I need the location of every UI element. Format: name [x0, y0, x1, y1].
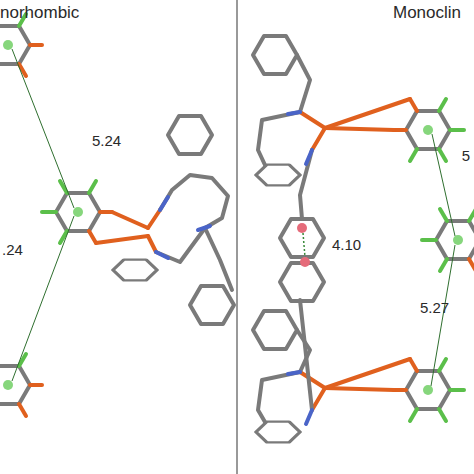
piperidine-ring	[280, 263, 324, 301]
pyridine-ring	[256, 422, 300, 443]
cu-coordination	[96, 210, 160, 252]
catecholate-ring	[394, 359, 464, 421]
piperidine-ring	[253, 36, 297, 74]
panel-title: Monoclin	[393, 4, 461, 23]
piperidine-ring	[190, 286, 234, 324]
nitrogen-bonds	[156, 197, 210, 258]
pyridine-ring	[113, 260, 157, 281]
distance-label: 5.24	[90, 133, 123, 150]
centroid-dot	[3, 40, 13, 50]
centroid-dot	[423, 385, 433, 395]
ligand-frame	[258, 55, 312, 422]
ligand-frame	[156, 175, 232, 290]
distance-lines	[431, 134, 455, 386]
distance-label: 4.10	[330, 237, 363, 254]
distance-lines	[12, 49, 74, 381]
piperidine-ring	[280, 219, 324, 257]
catecholate-ring	[0, 354, 42, 416]
centroid-dot	[297, 223, 307, 233]
centroid-dot	[453, 235, 463, 245]
panel-title: norhombic	[0, 4, 79, 23]
centroid-dot	[423, 125, 433, 135]
catecholate-ring	[0, 14, 42, 76]
pyridine-ring	[256, 165, 300, 186]
catecholate-ring	[394, 99, 464, 161]
distance-label: 5.27	[418, 300, 451, 317]
catecholate-ring	[42, 181, 112, 243]
piperidine-ring	[253, 311, 297, 349]
centroid-dot	[300, 257, 310, 267]
centroid-dot	[73, 207, 83, 217]
catecholate-ring	[422, 209, 474, 271]
distance-line	[303, 233, 305, 257]
panel-divider	[236, 0, 237, 474]
nitrogen-bonds	[288, 112, 312, 424]
distance-label: 5	[460, 148, 472, 165]
centroid-dot	[3, 380, 13, 390]
piperidine-ring	[168, 116, 212, 154]
distance-label: .24	[0, 242, 25, 259]
